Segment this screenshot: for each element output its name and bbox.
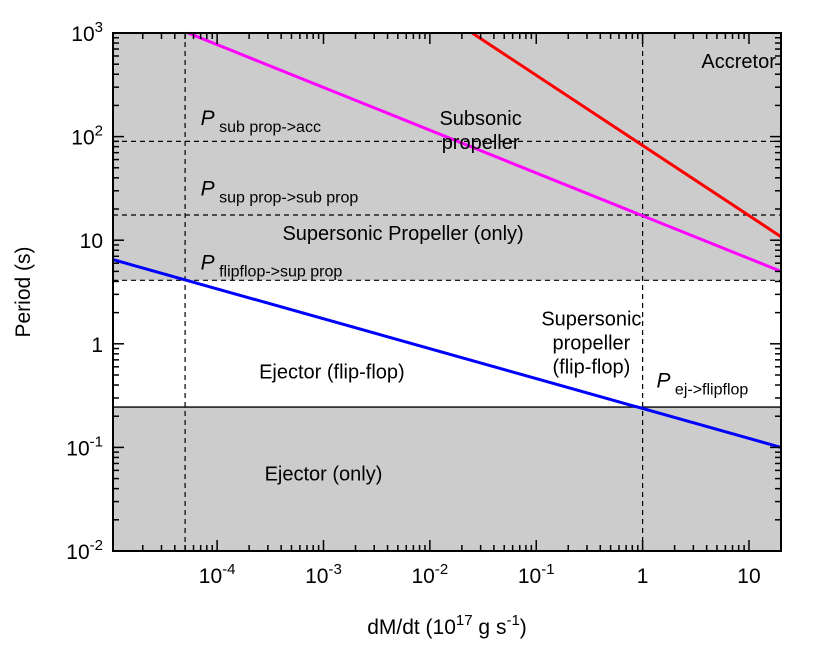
shaded-bands — [113, 33, 781, 551]
region-label-ejector-only: Ejector (only) — [265, 463, 383, 485]
x-tick-label: 10-2 — [412, 561, 449, 588]
y-tick-label: 10 — [80, 230, 103, 253]
threshold-label-p-ej-flip: P ej->flipflop — [656, 369, 748, 398]
threshold-label-p-flip-sup: P flipflop->sup prop — [201, 252, 343, 281]
x-tick-label: 10-4 — [199, 561, 236, 588]
series-line-2 — [112, 258, 782, 449]
y-axis-label: Period (s) — [12, 246, 35, 337]
region-label-accretor: Accretor — [701, 51, 776, 73]
reference-lines — [113, 33, 781, 551]
threshold-labels: P sub prop->acc P sup prop->sub prop P fli… — [201, 107, 749, 399]
x-axis-label: dM/dt (1017 g s-1) — [367, 612, 527, 639]
y-tick-label: 10-1 — [66, 433, 103, 460]
shaded-band-0 — [113, 407, 781, 551]
x-tick-label: 10 — [737, 565, 760, 588]
y-tick-label: 102 — [71, 123, 103, 150]
region-label-supersonic-only: Supersonic Propeller (only) — [282, 223, 523, 245]
plot-frame — [112, 32, 782, 552]
series-lines — [112, 31, 782, 449]
x-tick-labels: 10-4 10-3 10-2 10-1 1 10 — [199, 561, 761, 588]
threshold-label-p-sup-sub: P sup prop->sub prop — [201, 178, 359, 207]
series-line-0 — [471, 31, 782, 238]
region-label-ejector-flipflop: Ejector (flip-flop) — [259, 362, 405, 384]
tick-marks — [113, 32, 782, 552]
shaded-band-1 — [113, 33, 781, 281]
threshold-label-p-sub-acc: P sub prop->acc — [201, 107, 321, 136]
x-tick-label: 1 — [637, 565, 649, 588]
y-tick-label: 103 — [71, 19, 103, 46]
series-line-1 — [187, 31, 782, 273]
y-tick-label: 1 — [91, 334, 103, 357]
x-tick-label: 10-1 — [518, 561, 555, 588]
y-tick-label: 10-2 — [66, 537, 103, 564]
y-tick-labels: 10-2 10-1 1 10 102 103 — [66, 19, 103, 564]
x-tick-label: 10-3 — [305, 561, 342, 588]
